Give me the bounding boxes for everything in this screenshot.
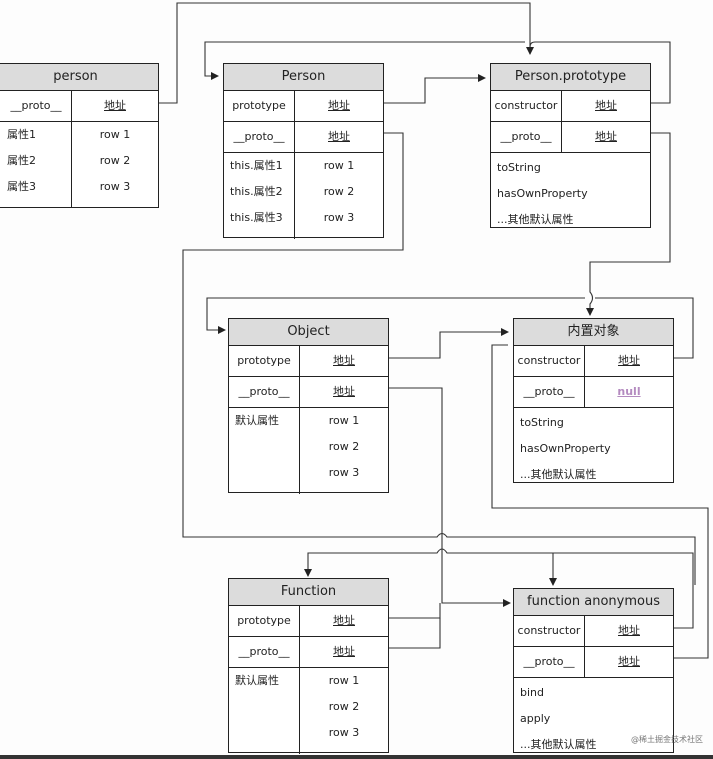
- prop-value: row 3: [323, 211, 355, 224]
- connector-Object-prototype: [382, 328, 509, 359]
- list-item: apply: [520, 712, 551, 725]
- box-title: Person.prototype: [491, 64, 650, 91]
- prop-value: row 1: [328, 674, 360, 687]
- row-constructor: constructor 地址: [514, 616, 673, 647]
- prop-name: 属性3: [7, 180, 36, 193]
- row-proto: __proto__ 地址: [224, 122, 383, 153]
- connector-Object-proto: [382, 387, 511, 607]
- row-prototype: prototype 地址: [224, 91, 383, 122]
- list-item: hasOwnProperty: [520, 442, 611, 455]
- connector-anon-proto: [491, 344, 709, 659]
- row-value: 地址: [595, 130, 617, 143]
- list-item: toString: [520, 416, 564, 429]
- prop-value: row 3: [328, 726, 360, 739]
- prop-name: this.属性3: [230, 211, 283, 224]
- prop-value: row 2: [323, 185, 355, 198]
- row-key: __proto__: [514, 647, 585, 677]
- prop-value: row 3: [328, 466, 360, 479]
- row-key: __proto__: [514, 377, 585, 407]
- connector-Person-prototype: [362, 74, 486, 104]
- box-title: Function: [229, 579, 388, 606]
- row-value: 地址: [618, 354, 640, 367]
- row-key: __proto__: [491, 122, 562, 152]
- row-proto: __proto__ null: [514, 377, 673, 408]
- row-value-null: null: [617, 385, 641, 398]
- row-proto: __proto__ 地址: [491, 122, 650, 153]
- row-value: 地址: [104, 99, 126, 112]
- box-title: person: [0, 64, 158, 91]
- row-value: 地址: [333, 645, 355, 658]
- row-key: prototype: [229, 606, 300, 636]
- row-key: constructor: [514, 346, 585, 376]
- list-item: bind: [520, 686, 544, 699]
- prop-name: this.属性2: [230, 185, 283, 198]
- row-key: constructor: [491, 91, 562, 121]
- row-key: __proto__: [224, 122, 295, 152]
- connector-prototype-proto: [586, 132, 671, 316]
- row-prototype: prototype 地址: [229, 346, 388, 377]
- row-key: prototype: [229, 346, 300, 376]
- box-person: person __proto__ 地址 属性1 属性2 属性3 row 1 ro…: [0, 63, 159, 208]
- row-key: __proto__: [229, 377, 300, 407]
- prop-value: row 1: [328, 414, 360, 427]
- row-value: 地址: [618, 655, 640, 668]
- watermark: @稀土掘金技术社区: [631, 735, 703, 744]
- prop-value: row 3: [99, 180, 131, 193]
- box-Object: Object prototype 地址 __proto__ 地址 默认属性 ro…: [228, 318, 389, 494]
- prop-value: row 1: [323, 159, 355, 172]
- row-key: prototype: [224, 91, 295, 121]
- connector-anon-constructor: [304, 548, 694, 629]
- row-proto: __proto__ 地址: [229, 637, 388, 668]
- box-Person-prototype: Person.prototype constructor 地址 __proto_…: [490, 63, 651, 228]
- list-item: toString: [497, 161, 541, 174]
- row-key: __proto__: [0, 91, 72, 121]
- list-item: ...其他默认属性: [520, 468, 597, 481]
- row-key: constructor: [514, 616, 585, 646]
- row-value: 地址: [328, 99, 350, 112]
- box-title: Person: [224, 64, 383, 91]
- box-title: function anonymous: [514, 589, 673, 616]
- connector-prototype-constructor: [204, 41, 671, 104]
- row-prototype: prototype 地址: [229, 606, 388, 637]
- row-value: 地址: [328, 130, 350, 143]
- prop-name: 默认属性: [235, 414, 279, 427]
- row-key: __proto__: [229, 637, 300, 667]
- list-item: hasOwnProperty: [497, 187, 588, 200]
- prop-name: this.属性1: [230, 159, 283, 172]
- box-function-anonymous: function anonymous constructor 地址 __prot…: [513, 588, 674, 753]
- row-constructor: constructor 地址: [491, 91, 650, 122]
- box-title: 内置对象: [514, 319, 673, 346]
- row-value: 地址: [618, 624, 640, 637]
- row-constructor: constructor 地址: [514, 346, 673, 377]
- prop-name: 属性1: [7, 128, 36, 141]
- row-proto: __proto__ 地址: [229, 377, 388, 408]
- row-value: 地址: [595, 99, 617, 112]
- connector-Person-proto: [182, 132, 696, 585]
- box-Function: Function prototype 地址 __proto__ 地址 默认属性 …: [228, 578, 389, 754]
- row-proto: __proto__ 地址: [514, 647, 673, 678]
- prop-name: 属性2: [7, 154, 36, 167]
- row-proto: __proto__ 地址: [0, 91, 158, 122]
- list-item: ...其他默认属性: [520, 738, 597, 751]
- box-title: Object: [229, 319, 388, 346]
- connector-builtin-constructor: [206, 297, 694, 359]
- bottom-strip: [0, 755, 713, 759]
- row-value: 地址: [333, 385, 355, 398]
- prop-value: row 2: [328, 700, 360, 713]
- box-builtin-object: 内置对象 constructor 地址 __proto__ null toStr…: [513, 318, 674, 483]
- connector-Function-proto: [370, 618, 441, 649]
- prop-value: row 2: [99, 154, 131, 167]
- prop-value: row 1: [99, 128, 131, 141]
- prop-name: 默认属性: [235, 674, 279, 687]
- list-item: ...其他默认属性: [497, 213, 574, 226]
- row-value: 地址: [333, 614, 355, 627]
- connector-person-proto: [137, 2, 534, 104]
- row-value: 地址: [333, 354, 355, 367]
- box-Person: Person prototype 地址 __proto__ 地址 this.属性…: [223, 63, 384, 239]
- prop-value: row 2: [328, 440, 360, 453]
